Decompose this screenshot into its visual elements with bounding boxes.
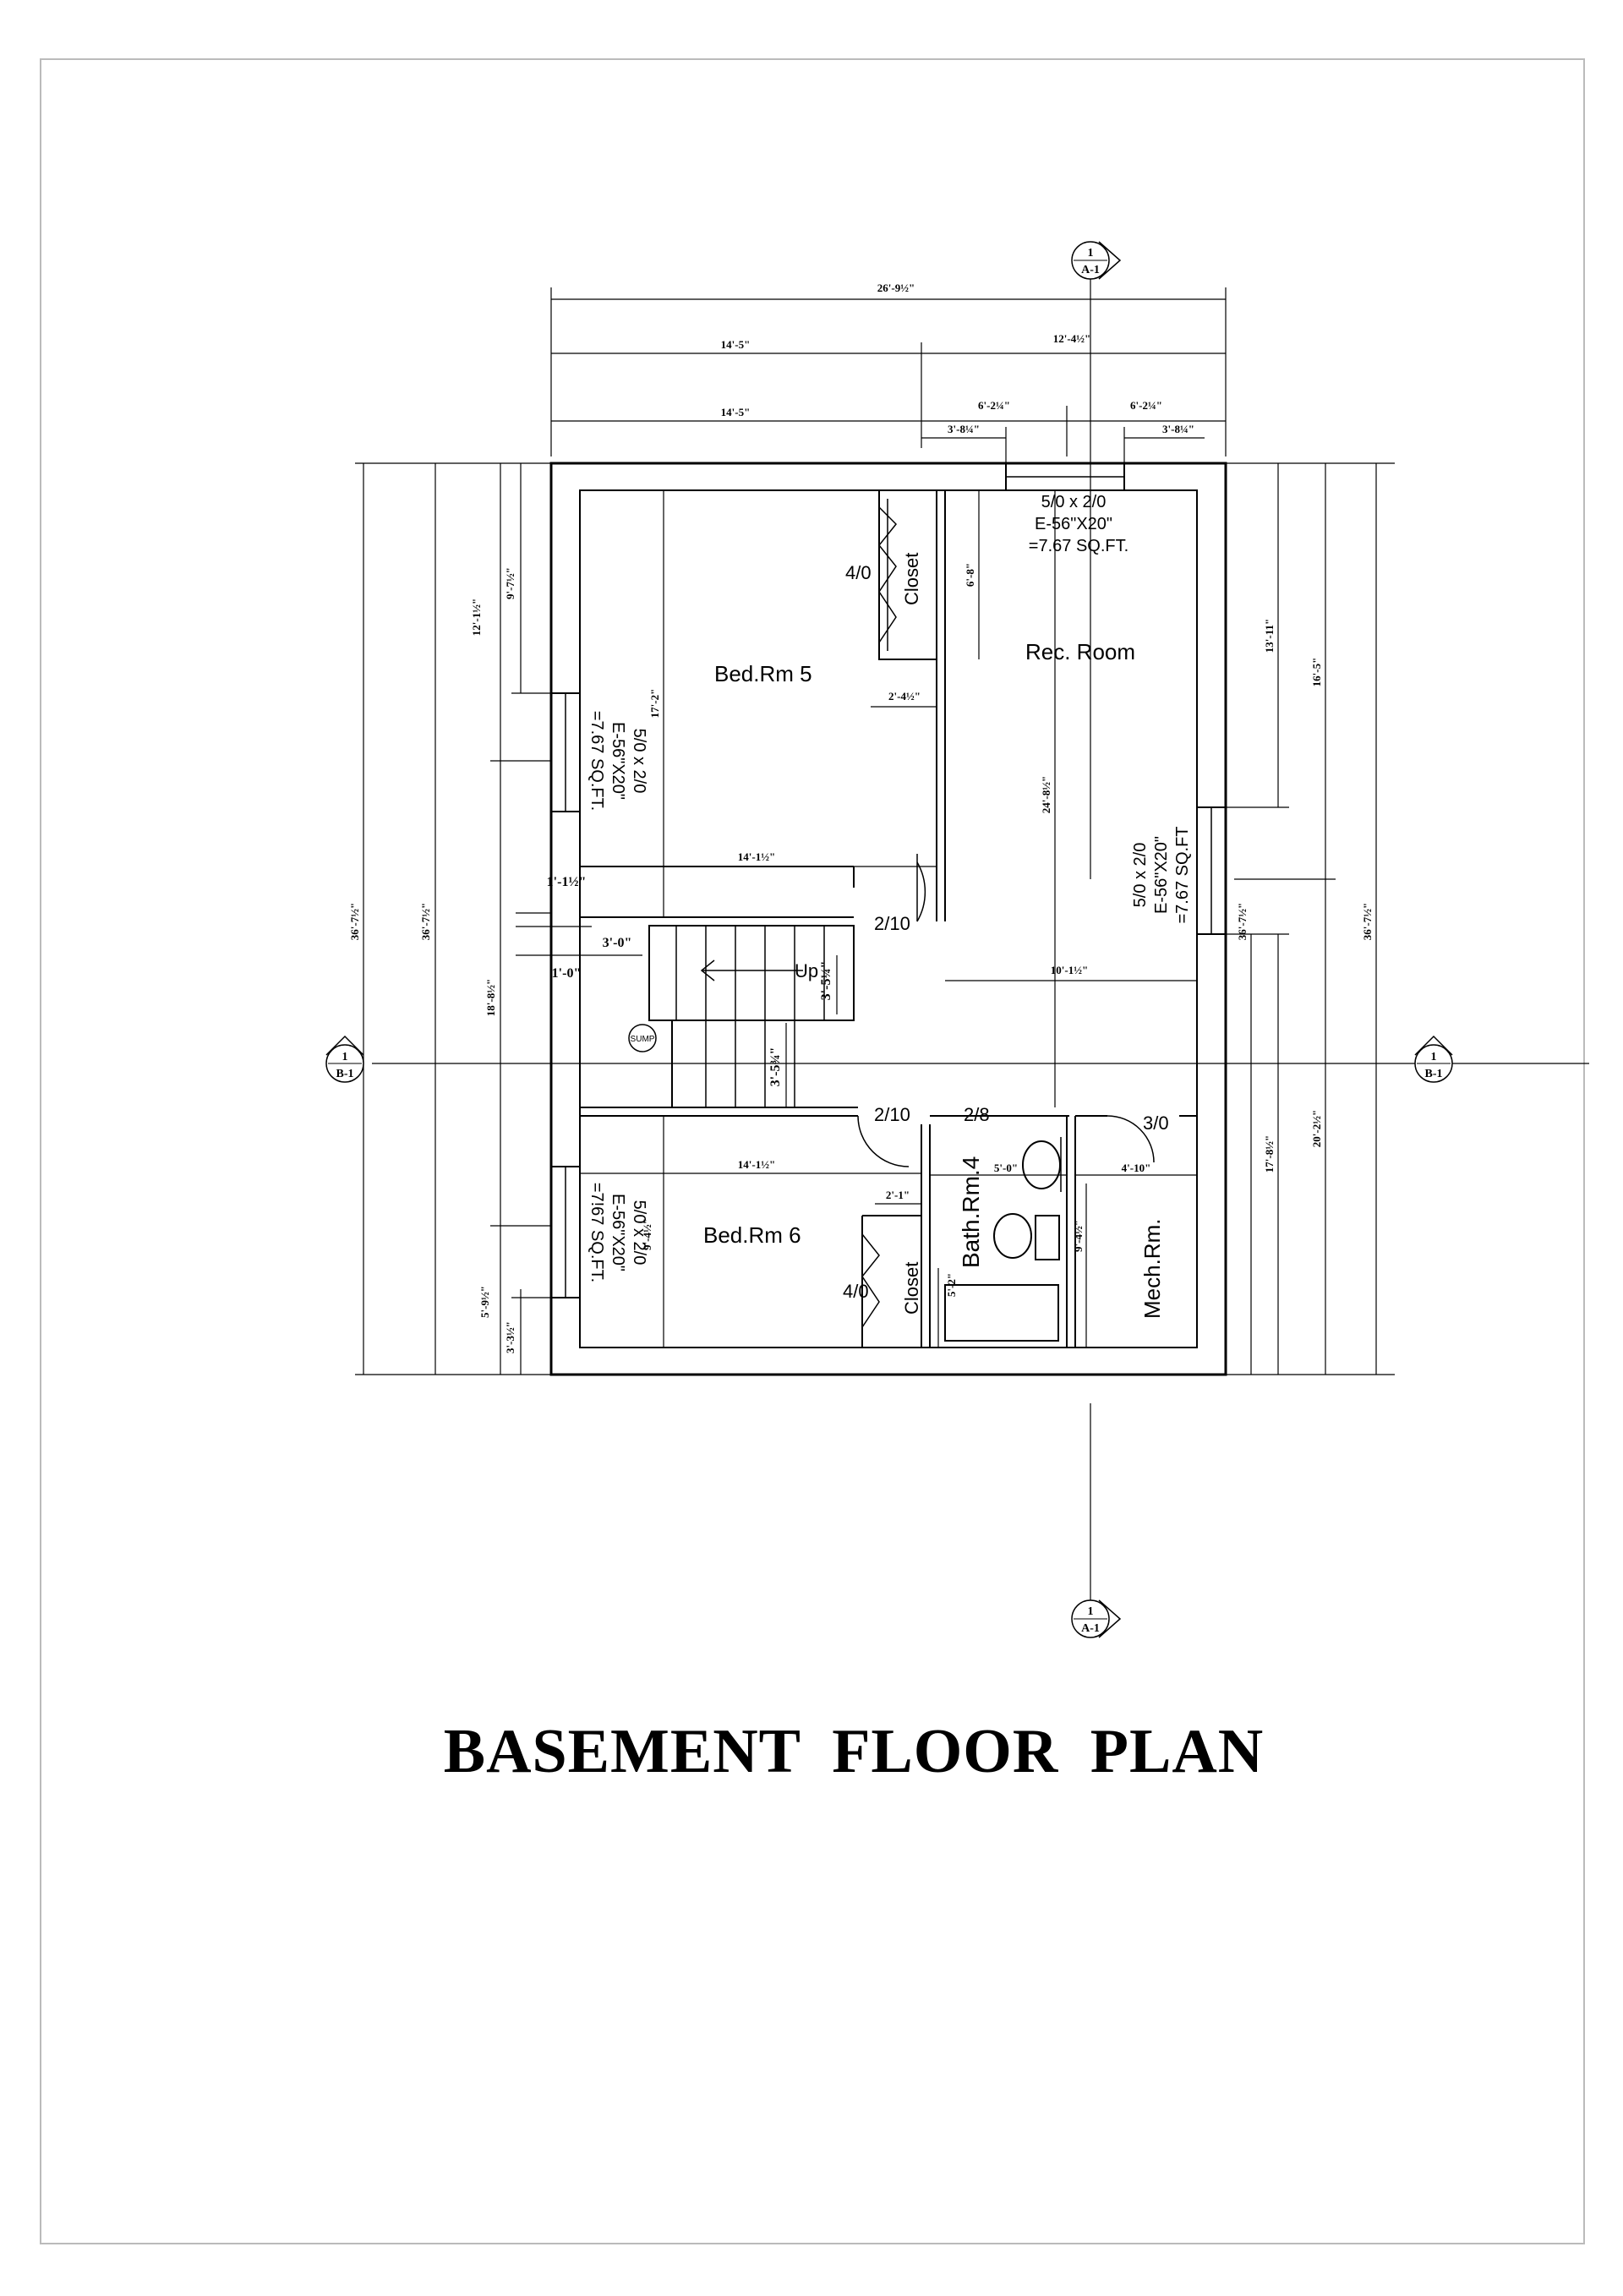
door-closet6: 4/0 [843,1281,869,1302]
svg-text:E-56"X20": E-56"X20" [1152,836,1171,914]
window-note-top: 5/0 x 2/0 E-56"X20" =7.67 SQ.FT. [1029,493,1128,555]
door-stair-top: 2/10 [874,913,910,934]
dim-rec-h: 24'-8½" [1040,776,1052,813]
svg-text:5/0 x 2/0: 5/0 x 2/0 [630,1200,648,1266]
marker-top-num: 1 [1088,247,1094,260]
door-closet5: 4/0 [845,562,872,583]
sump-label: SUMP [631,1035,655,1044]
dim-left-5: 5'-9½" [478,1286,491,1318]
marker-bottom-num: 1 [1088,1605,1094,1618]
dim-h-right-b: 36'-7½" [1236,903,1249,940]
dim-closet-w: 2'-4½" [888,690,921,702]
dim-left-3: 3'-3½" [504,1321,516,1353]
dim-h-left: 36'-7½" [348,903,361,940]
svg-text:5/0 x 2/0: 5/0 x 2/0 [1131,843,1150,908]
dim-h-right: 36'-7½" [1361,903,1374,940]
sheet-border [40,58,1585,2244]
svg-text:=7.67 SQ.FT: =7.67 SQ.FT [1173,826,1192,923]
dim-mid-a: 6'-2¼" [978,399,1010,412]
window-note-left-top: 5/0 x 2/0 E-56"X20" =7.67 SQ.FT. [587,711,648,811]
dim-right-17: 17'-8½" [1263,1135,1276,1173]
drawing-title: BASEMENT FLOOR PLAN [443,1717,1265,1786]
marker-top-ref: A-1 [1081,264,1100,276]
dim-closet-h: 6'-8" [964,563,976,587]
dim-left-12: 12'-1½" [470,599,483,636]
dim-h-left-b: 36'-7½" [419,903,432,940]
room-bath: Bath.Rm.4 [958,1156,984,1268]
dim-right-16: 16'-5" [1310,658,1323,687]
door-mech: 3/0 [1143,1112,1169,1134]
dim-win-a: 3'-8¼" [948,423,980,435]
dim-left-width-b: 14'-5" [721,406,751,418]
svg-text:5/0 x 2/0: 5/0 x 2/0 [1041,493,1107,511]
dim-left-width: 14'-5" [721,338,751,351]
dimension-text: 26'-9½" 14'-5" 12'-4½" 14'-5" 6'-2¼" 6'-… [348,282,1374,1353]
closet-5-label: Closet [901,553,922,605]
dim-tub-h: 5'-2" [945,1273,958,1297]
room-mech: Mech.Rm. [1139,1219,1165,1319]
svg-text:E-56"X20": E-56"X20" [1035,515,1112,533]
door-labels: 4/0 4/0 2/10 2/10 2/8 3/0 [843,562,1169,1302]
marker-bottom-ref: A-1 [1081,1622,1100,1635]
section-marker-top: 1 A-1 [1071,241,1122,280]
dim-left-18: 18'-8½" [484,979,497,1016]
dim-stair-l1: 1'-1½" [547,875,587,889]
dimension-lines [355,279,1589,1602]
dim-stair-h2: 3'-5¾" [768,1047,783,1087]
svg-text:=7.67 SQ.FT.: =7.67 SQ.FT. [1029,537,1128,555]
dim-bed6-h: 9'-4½" [641,1218,653,1250]
door-bath: 2/8 [964,1104,990,1125]
marker-right-ref: B-1 [1425,1068,1443,1080]
section-marker-left: 1 B-1 [325,1035,364,1083]
dim-stair-h1: 3'-5¼" [819,961,833,1001]
dim-win-b: 3'-8¼" [1162,423,1194,435]
dim-bed6-w: 14'-1½" [738,1158,775,1171]
svg-text:=7!67 SQ.FT.: =7!67 SQ.FT. [587,1183,606,1282]
svg-text:E-56"X20": E-56"X20" [609,1194,627,1271]
dim-closet6-w: 2'-1" [886,1189,910,1201]
marker-right-num: 1 [1431,1051,1437,1063]
section-marker-bottom: 1 A-1 [1071,1599,1122,1638]
dim-right-13: 13'-11" [1263,619,1276,653]
dim-right-20: 20'-2½" [1310,1110,1323,1147]
stair-up-label: Up [795,960,818,981]
dim-bed5-w: 14'-1½" [738,850,775,863]
dim-bath-h: 9'-4½" [1072,1220,1085,1252]
closet-6-label: Closet [901,1262,922,1315]
dim-bath-w: 5'-0" [994,1162,1018,1174]
room-bed5: Bed.Rm 5 [714,661,812,686]
section-marker-right: 1 B-1 [1414,1035,1453,1083]
dim-overall-width: 26'-9½" [877,282,915,294]
room-labels: Bed.Rm 5 Rec. Room Bed.Rm 6 Bath.Rm.4 Me… [631,553,1165,1319]
dim-stair-l2: 1'-0" [552,966,582,981]
door-stair-bottom: 2/10 [874,1104,910,1125]
dim-mid-b: 6'-2¼" [1130,399,1162,412]
dim-rec-w: 10'-1½" [1051,964,1088,976]
marker-left-num: 1 [342,1051,348,1063]
dim-bed5-h: 17'-2" [648,689,661,719]
dim-mech-w: 4'-10" [1122,1162,1151,1174]
svg-text:E-56"X20": E-56"X20" [609,722,627,800]
dim-left-9: 9'-7½" [504,567,516,599]
svg-text:=7.67 SQ.FT.: =7.67 SQ.FT. [587,711,606,811]
room-bed6: Bed.Rm 6 [703,1222,801,1248]
room-rec: Rec. Room [1025,639,1135,664]
window-note-left-bottom: 5/0 x 2/0 E-56"X20" =7!67 SQ.FT. [587,1183,648,1282]
dim-stair-w: 3'-0" [603,936,632,950]
window-note-right: 5/0 x 2/0 E-56"X20" =7.67 SQ.FT [1131,826,1192,923]
svg-text:5/0 x 2/0: 5/0 x 2/0 [630,729,648,794]
marker-left-ref: B-1 [336,1068,354,1080]
dim-right-width: 12'-4½" [1053,332,1090,345]
